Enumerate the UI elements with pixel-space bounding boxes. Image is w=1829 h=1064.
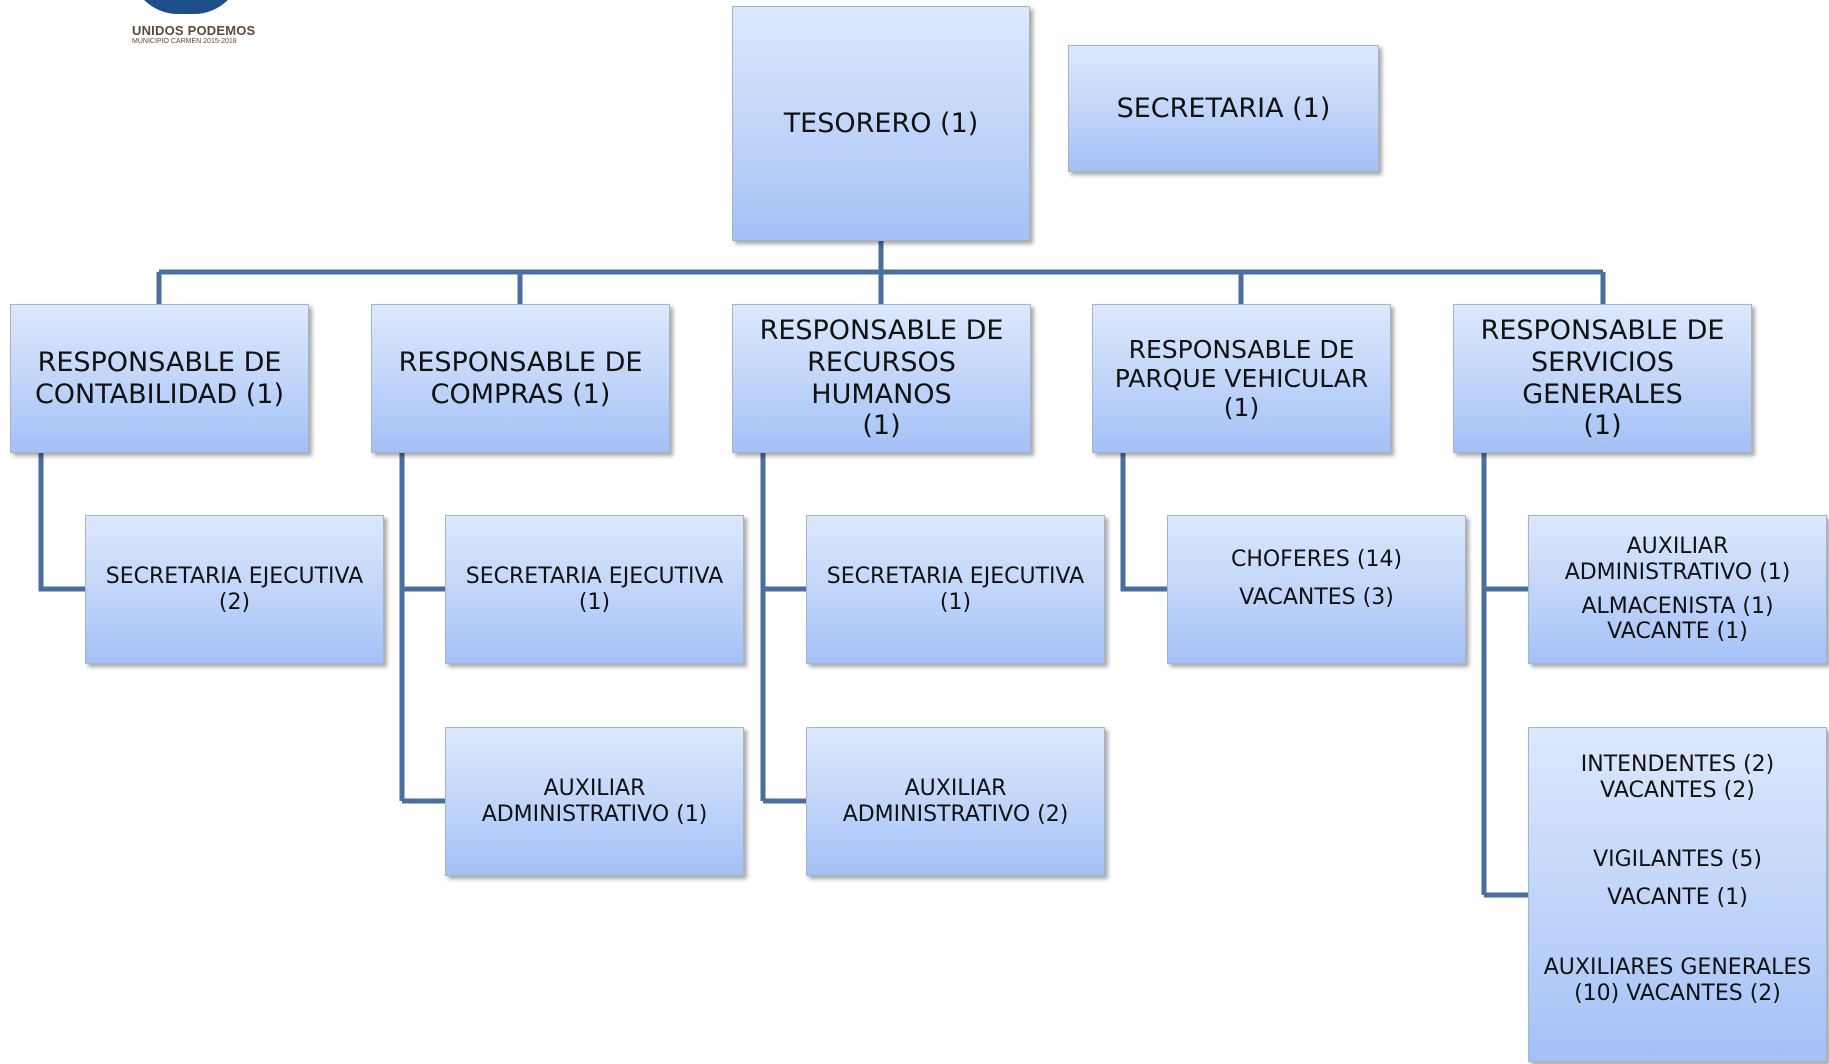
node-compras-auxiliar-administrativo: AUXILIAR ADMINISTRATIVO (1) — [445, 727, 744, 876]
node-rh-auxiliar-administrativo: AUXILIAR ADMINISTRATIVO (2) — [806, 727, 1105, 876]
logo-subtitle: MUNICIPIO CARMEN 2015-2018 — [132, 38, 237, 45]
connector-parque-children — [1120, 452, 1168, 592]
node-responsable-recursos-humanos: RESPONSABLE DE RECURSOS HUMANOS (1) — [732, 304, 1031, 453]
node-rh-secretaria-ejecutiva: SECRETARIA EJECUTIVA (1) — [806, 515, 1105, 664]
node-responsable-servicios-generales: RESPONSABLE DE SERVICIOS GENERALES (1) — [1453, 304, 1752, 453]
node-responsable-parque-vehicular: RESPONSABLE DE PARQUE VEHICULAR (1) — [1092, 304, 1391, 453]
node-choferes: CHOFERES (14) VACANTES (3) — [1167, 515, 1466, 664]
node-contabilidad-secretaria-ejecutiva: SECRETARIA EJECUTIVA (2) — [85, 515, 384, 664]
connector-contabilidad-children — [38, 452, 87, 592]
logo: UNIDOS PODEMOS MUNICIPIO CARMEN 2015-201… — [128, 0, 258, 52]
node-sg-auxiliar-administrativo: AUXILIAR ADMINISTRATIVO (1) ALMACENISTA … — [1528, 515, 1827, 664]
node-sg-personal-operativo: INTENDENTES (2) VACANTES (2) VIGILANTES … — [1528, 727, 1827, 1062]
node-responsable-compras: RESPONSABLE DE COMPRAS (1) — [371, 304, 670, 453]
node-secretaria: SECRETARIA (1) — [1068, 45, 1379, 172]
logo-title: UNIDOS PODEMOS — [132, 23, 256, 38]
node-compras-secretaria-ejecutiva: SECRETARIA EJECUTIVA (1) — [445, 515, 744, 664]
node-tesorero: TESORERO (1) — [732, 6, 1030, 241]
node-responsable-contabilidad: RESPONSABLE DE CONTABILIDAD (1) — [10, 304, 309, 453]
